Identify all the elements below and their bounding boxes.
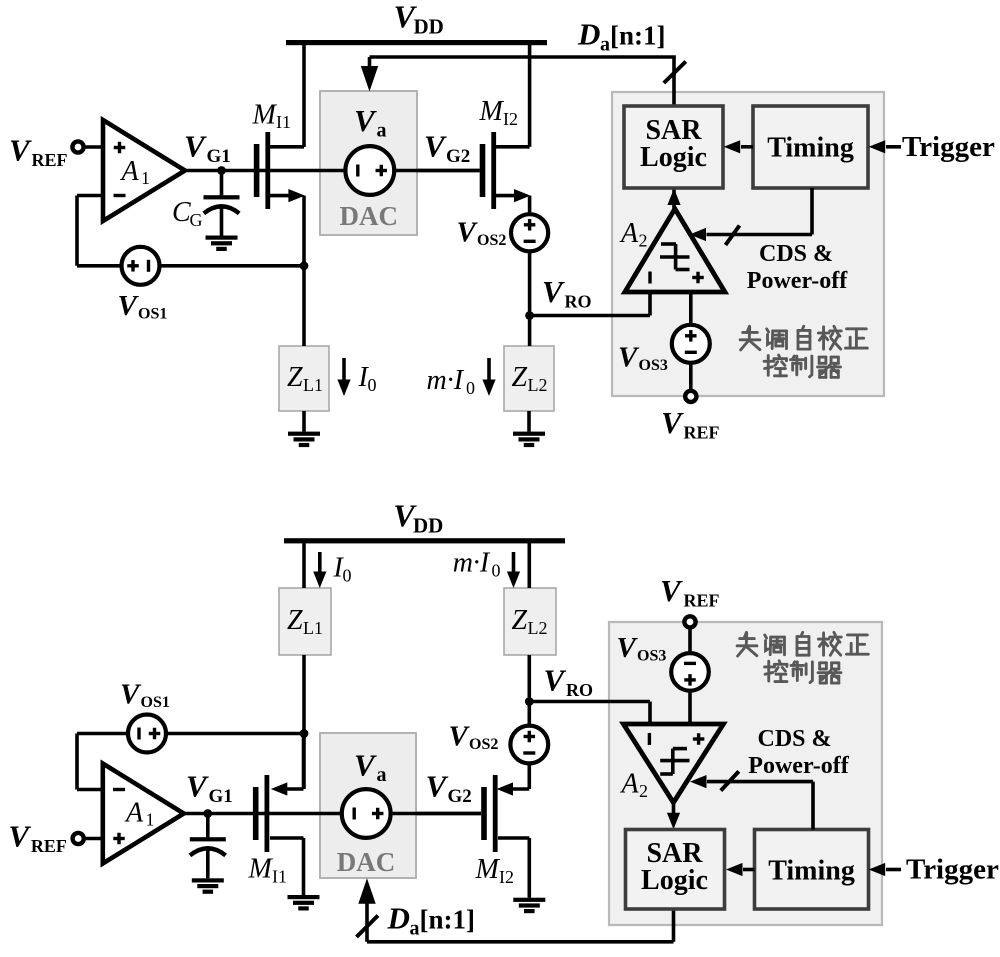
- svg-text:V: V: [120, 678, 142, 710]
- svg-text:a: a: [410, 918, 420, 940]
- svg-text:V: V: [618, 342, 640, 374]
- svg-text:V: V: [184, 129, 207, 164]
- svg-text:CDS &: CDS &: [757, 726, 831, 752]
- svg-text:RO: RO: [565, 292, 592, 312]
- svg-text:G1: G1: [207, 146, 231, 167]
- svg-text:L2: L2: [528, 375, 548, 395]
- svg-text:2: 2: [639, 231, 648, 251]
- svg-text:G2: G2: [448, 786, 472, 807]
- svg-text:I1: I1: [272, 867, 287, 887]
- svg-text:OS2: OS2: [469, 736, 498, 753]
- svg-text:OS3: OS3: [637, 648, 666, 665]
- svg-text:DD: DD: [413, 513, 443, 537]
- svg-text:SAR: SAR: [646, 838, 703, 869]
- svg-text:A: A: [619, 218, 639, 249]
- svg-text:[n:1]: [n:1]: [610, 21, 666, 51]
- svg-text:DAC: DAC: [337, 847, 396, 877]
- svg-text:C: C: [172, 197, 191, 228]
- svg-text:V: V: [426, 769, 449, 804]
- svg-text:A: A: [620, 769, 640, 800]
- svg-text:Logic: Logic: [640, 142, 707, 173]
- svg-text:I: I: [358, 362, 370, 393]
- svg-text:Timing: Timing: [767, 133, 854, 164]
- svg-text:D: D: [387, 901, 410, 936]
- svg-text:V: V: [542, 274, 565, 309]
- svg-text:G: G: [190, 210, 203, 230]
- svg-text:V: V: [661, 405, 684, 440]
- svg-text:G2: G2: [446, 146, 470, 167]
- svg-text:V: V: [617, 632, 639, 664]
- svg-text:Z: Z: [287, 362, 303, 393]
- svg-text:2: 2: [639, 781, 648, 801]
- svg-text:SAR: SAR: [645, 115, 702, 146]
- svg-text:V: V: [457, 217, 479, 249]
- svg-text:DD: DD: [414, 15, 444, 39]
- svg-text:M: M: [479, 96, 505, 127]
- svg-text:V: V: [449, 721, 471, 753]
- svg-text:V: V: [424, 129, 447, 164]
- svg-text:m·I: m·I: [427, 365, 465, 396]
- svg-text:Trigger: Trigger: [906, 854, 999, 886]
- svg-text:I2: I2: [503, 109, 518, 129]
- svg-text:RO: RO: [566, 680, 593, 700]
- svg-text:a: a: [600, 34, 610, 56]
- svg-text:0: 0: [466, 378, 475, 398]
- svg-text:a: a: [377, 120, 387, 142]
- svg-text:REF: REF: [32, 150, 68, 170]
- svg-text:0: 0: [492, 561, 501, 581]
- svg-text:Z: Z: [512, 362, 528, 393]
- svg-text:D: D: [577, 17, 600, 52]
- svg-text:1: 1: [146, 810, 155, 830]
- svg-text:OS1: OS1: [138, 306, 167, 323]
- svg-text:V: V: [8, 819, 31, 854]
- svg-text:Z: Z: [512, 605, 528, 636]
- svg-text:REF: REF: [31, 836, 67, 856]
- svg-text:I2: I2: [499, 867, 514, 887]
- svg-text:Power-off: Power-off: [747, 268, 848, 294]
- svg-text:Logic: Logic: [641, 865, 708, 896]
- svg-text:REF: REF: [684, 591, 720, 611]
- svg-text:V: V: [354, 748, 377, 783]
- svg-text:CDS &: CDS &: [759, 241, 833, 267]
- svg-text:0: 0: [343, 566, 352, 586]
- svg-text:DAC: DAC: [340, 201, 399, 231]
- svg-text:OS3: OS3: [639, 357, 668, 374]
- svg-text:OS2: OS2: [477, 232, 506, 249]
- svg-text:Power-off: Power-off: [748, 753, 849, 779]
- svg-text:M: M: [248, 854, 274, 885]
- svg-text:I: I: [333, 553, 345, 584]
- svg-text:REF: REF: [684, 423, 720, 443]
- svg-text:V: V: [9, 133, 32, 168]
- svg-text:L2: L2: [528, 618, 548, 638]
- svg-text:OS1: OS1: [141, 694, 170, 711]
- svg-text:A: A: [120, 156, 140, 187]
- svg-text:Z: Z: [287, 605, 303, 636]
- svg-text:a: a: [377, 764, 387, 786]
- svg-text:1: 1: [141, 168, 150, 188]
- svg-text:Timing: Timing: [768, 856, 855, 887]
- svg-text:V: V: [544, 663, 567, 698]
- svg-text:A: A: [124, 798, 144, 829]
- svg-text:[n:1]: [n:1]: [420, 905, 476, 935]
- svg-text:V: V: [393, 497, 417, 533]
- svg-text:V: V: [660, 573, 683, 608]
- svg-text:m·I: m·I: [453, 548, 491, 579]
- svg-text:0: 0: [368, 375, 377, 395]
- svg-text:I1: I1: [276, 112, 291, 132]
- svg-text:M: M: [252, 100, 278, 131]
- svg-text:V: V: [186, 769, 209, 804]
- svg-text:V: V: [394, 0, 418, 35]
- svg-text:Trigger: Trigger: [902, 131, 995, 163]
- svg-text:G1: G1: [209, 786, 233, 807]
- svg-text:V: V: [118, 290, 140, 322]
- svg-text:V: V: [354, 103, 377, 138]
- svg-text:L1: L1: [303, 618, 323, 638]
- svg-text:M: M: [475, 854, 501, 885]
- svg-text:L1: L1: [303, 375, 323, 395]
